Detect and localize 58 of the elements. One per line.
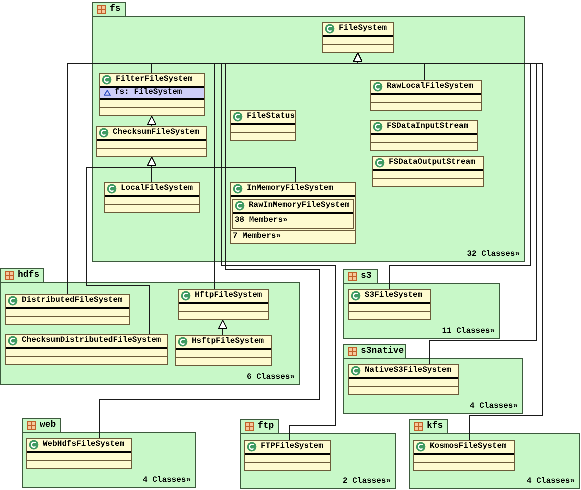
generalization-arrow [148,116,156,126]
class-name: FilterFileSystem [116,76,193,84]
package-name: kfs [427,422,444,431]
class-count-link: 11 Classes» [442,328,495,336]
class-box [348,289,431,320]
package-name: s3native [361,347,404,356]
class-box [232,199,354,229]
class-name: FTPFileSystem [261,443,324,451]
class-box [348,364,459,395]
class-box [370,120,478,151]
class-box [5,294,130,325]
class-box [244,440,331,471]
class-name: FileSystem [339,25,388,33]
package-name: s3 [361,272,372,281]
class-count-link: 32 Classes» [467,251,520,259]
attribute-text: fs: FileSystem [115,89,182,97]
class-name: InMemoryFileSystem [247,185,334,193]
class-name: NativeS3FileSystem [365,367,452,375]
class-name: HsftpFileSystem [192,338,264,346]
class-name: ChecksumFileSystem [113,129,200,137]
generalization-arrow [218,320,228,336]
class-count-link: 2 Classes» [342,478,391,486]
class-box [178,289,269,320]
class-name: HftpFileSystem [195,292,262,300]
class-name: S3FileSystem [365,292,423,300]
class-box [5,334,168,365]
class-name: KosmosFileSystem [430,443,507,451]
member-count-link: 38 Members» [234,214,289,226]
class-count-link: 6 Classes» [246,374,295,382]
class-box [372,156,484,187]
class-count-link: 4 Classes» [142,477,191,485]
class-box [370,80,482,111]
class-name: ChecksumDistributedFileSystem [22,337,162,345]
class-name: LocalFileSystem [121,185,194,193]
package-name: web [40,421,56,430]
class-count-link: 4 Classes» [526,478,575,486]
package-name: ftp [258,422,274,431]
class-name: FSDataOutputStream [389,159,476,167]
class-box [230,182,356,244]
class-box [175,335,272,366]
class-box [230,110,296,141]
package-name: fs [110,5,121,14]
class-box [99,73,205,116]
member-count-link: 7 Members» [231,230,355,243]
class-box [96,126,207,157]
class-box [26,438,132,469]
class-name: FileStatus [247,113,296,121]
class-name: WebHdfsFileSystem [43,441,125,449]
class-count-link: 4 Classes» [470,403,518,411]
class-box [322,22,394,53]
class-name: FSDataInputStream [387,123,469,131]
class-name: RawLocalFileSystem [387,83,474,91]
class-box [104,182,200,213]
generalization-arrow [86,156,156,334]
class-name: RawInMemoryFileSystem [249,202,350,210]
class-box [413,440,515,471]
package-name: hdfs [18,271,40,280]
class-name: DistributedFileSystem [22,297,123,305]
